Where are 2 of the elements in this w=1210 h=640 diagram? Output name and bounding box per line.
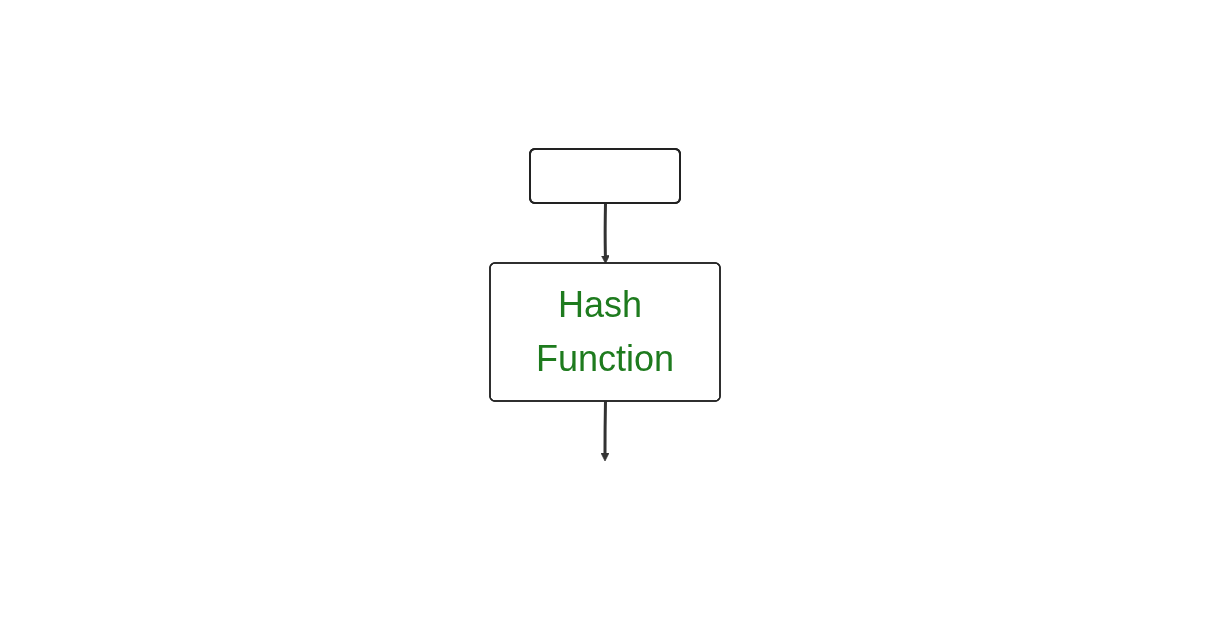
arrow: [600, 203, 610, 264]
arrow: [600, 401, 610, 462]
